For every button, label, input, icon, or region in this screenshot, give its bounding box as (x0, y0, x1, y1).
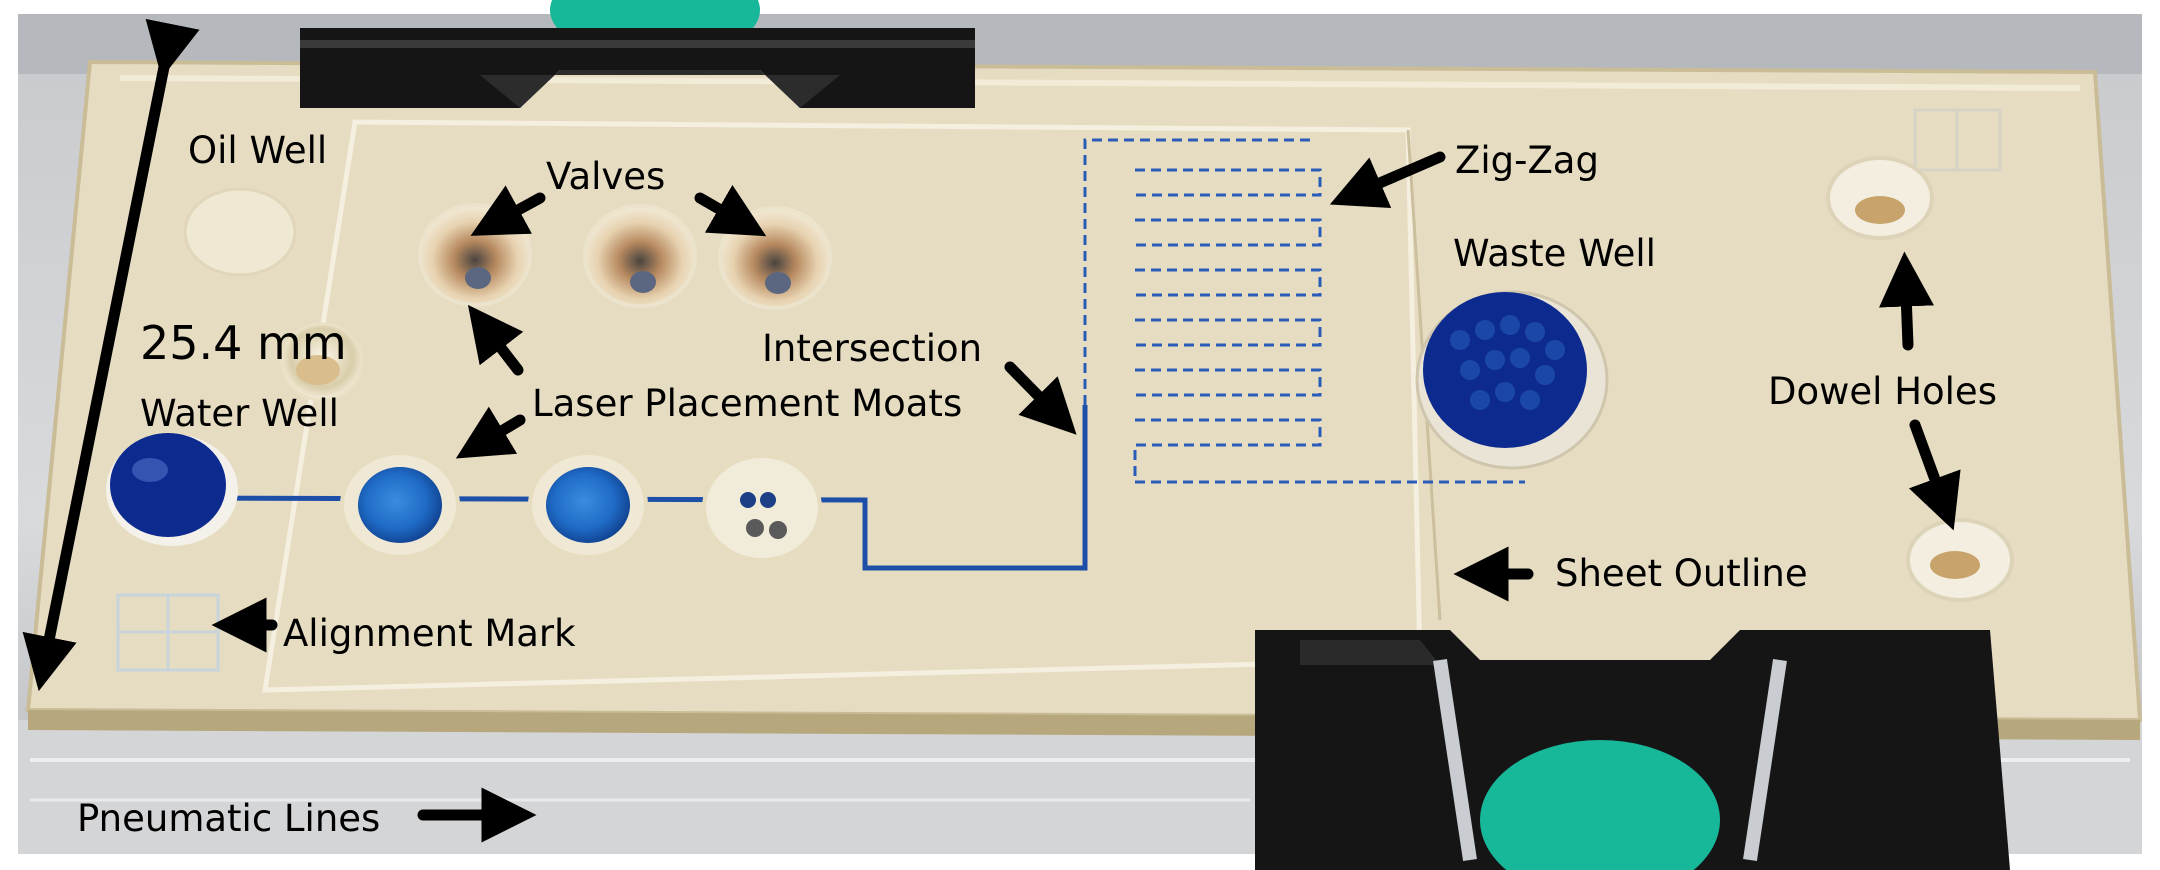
scale-label: 25.4 mm (140, 316, 347, 370)
moats-arrow-up (467, 304, 524, 376)
annotation-arrows (22, 18, 1961, 843)
zig-zag-arrow (1329, 151, 1446, 208)
zig-zag-label: Zig-Zag (1455, 139, 1599, 182)
top-binder-clip (300, 0, 975, 108)
sheet-outline-label: Sheet Outline (1555, 552, 1808, 595)
bottom-binder-clip (1255, 630, 2010, 870)
moats-arrow-down (455, 406, 526, 459)
moats-shapes (340, 451, 822, 562)
dowel-arrow-up (1879, 251, 1934, 351)
laser-moats-label: Laser Placement Moats (532, 382, 963, 425)
oil-well-label: Oil Well (188, 129, 328, 172)
oil-well (183, 187, 297, 277)
intersection-label: Intersection (762, 327, 983, 370)
valves-label: Valves (546, 155, 666, 198)
valves-arrow-left (470, 185, 546, 236)
valves-arrow-right (694, 184, 767, 237)
valves-shapes (418, 203, 832, 310)
alignment-mark-label: Alignment Mark (283, 612, 576, 655)
water-well-label: Water Well (140, 392, 339, 435)
waste-well-label: Waste Well (1453, 232, 1656, 275)
scale-arrow (22, 18, 200, 692)
dowel-arrow-down (1908, 419, 1961, 531)
pneumatic-lines-label: Pneumatic Lines (77, 797, 381, 840)
intersection-arrow (1004, 361, 1077, 435)
zig-zag-channel (1083, 138, 1525, 484)
dowel-holes-label: Dowel Holes (1768, 370, 1997, 413)
